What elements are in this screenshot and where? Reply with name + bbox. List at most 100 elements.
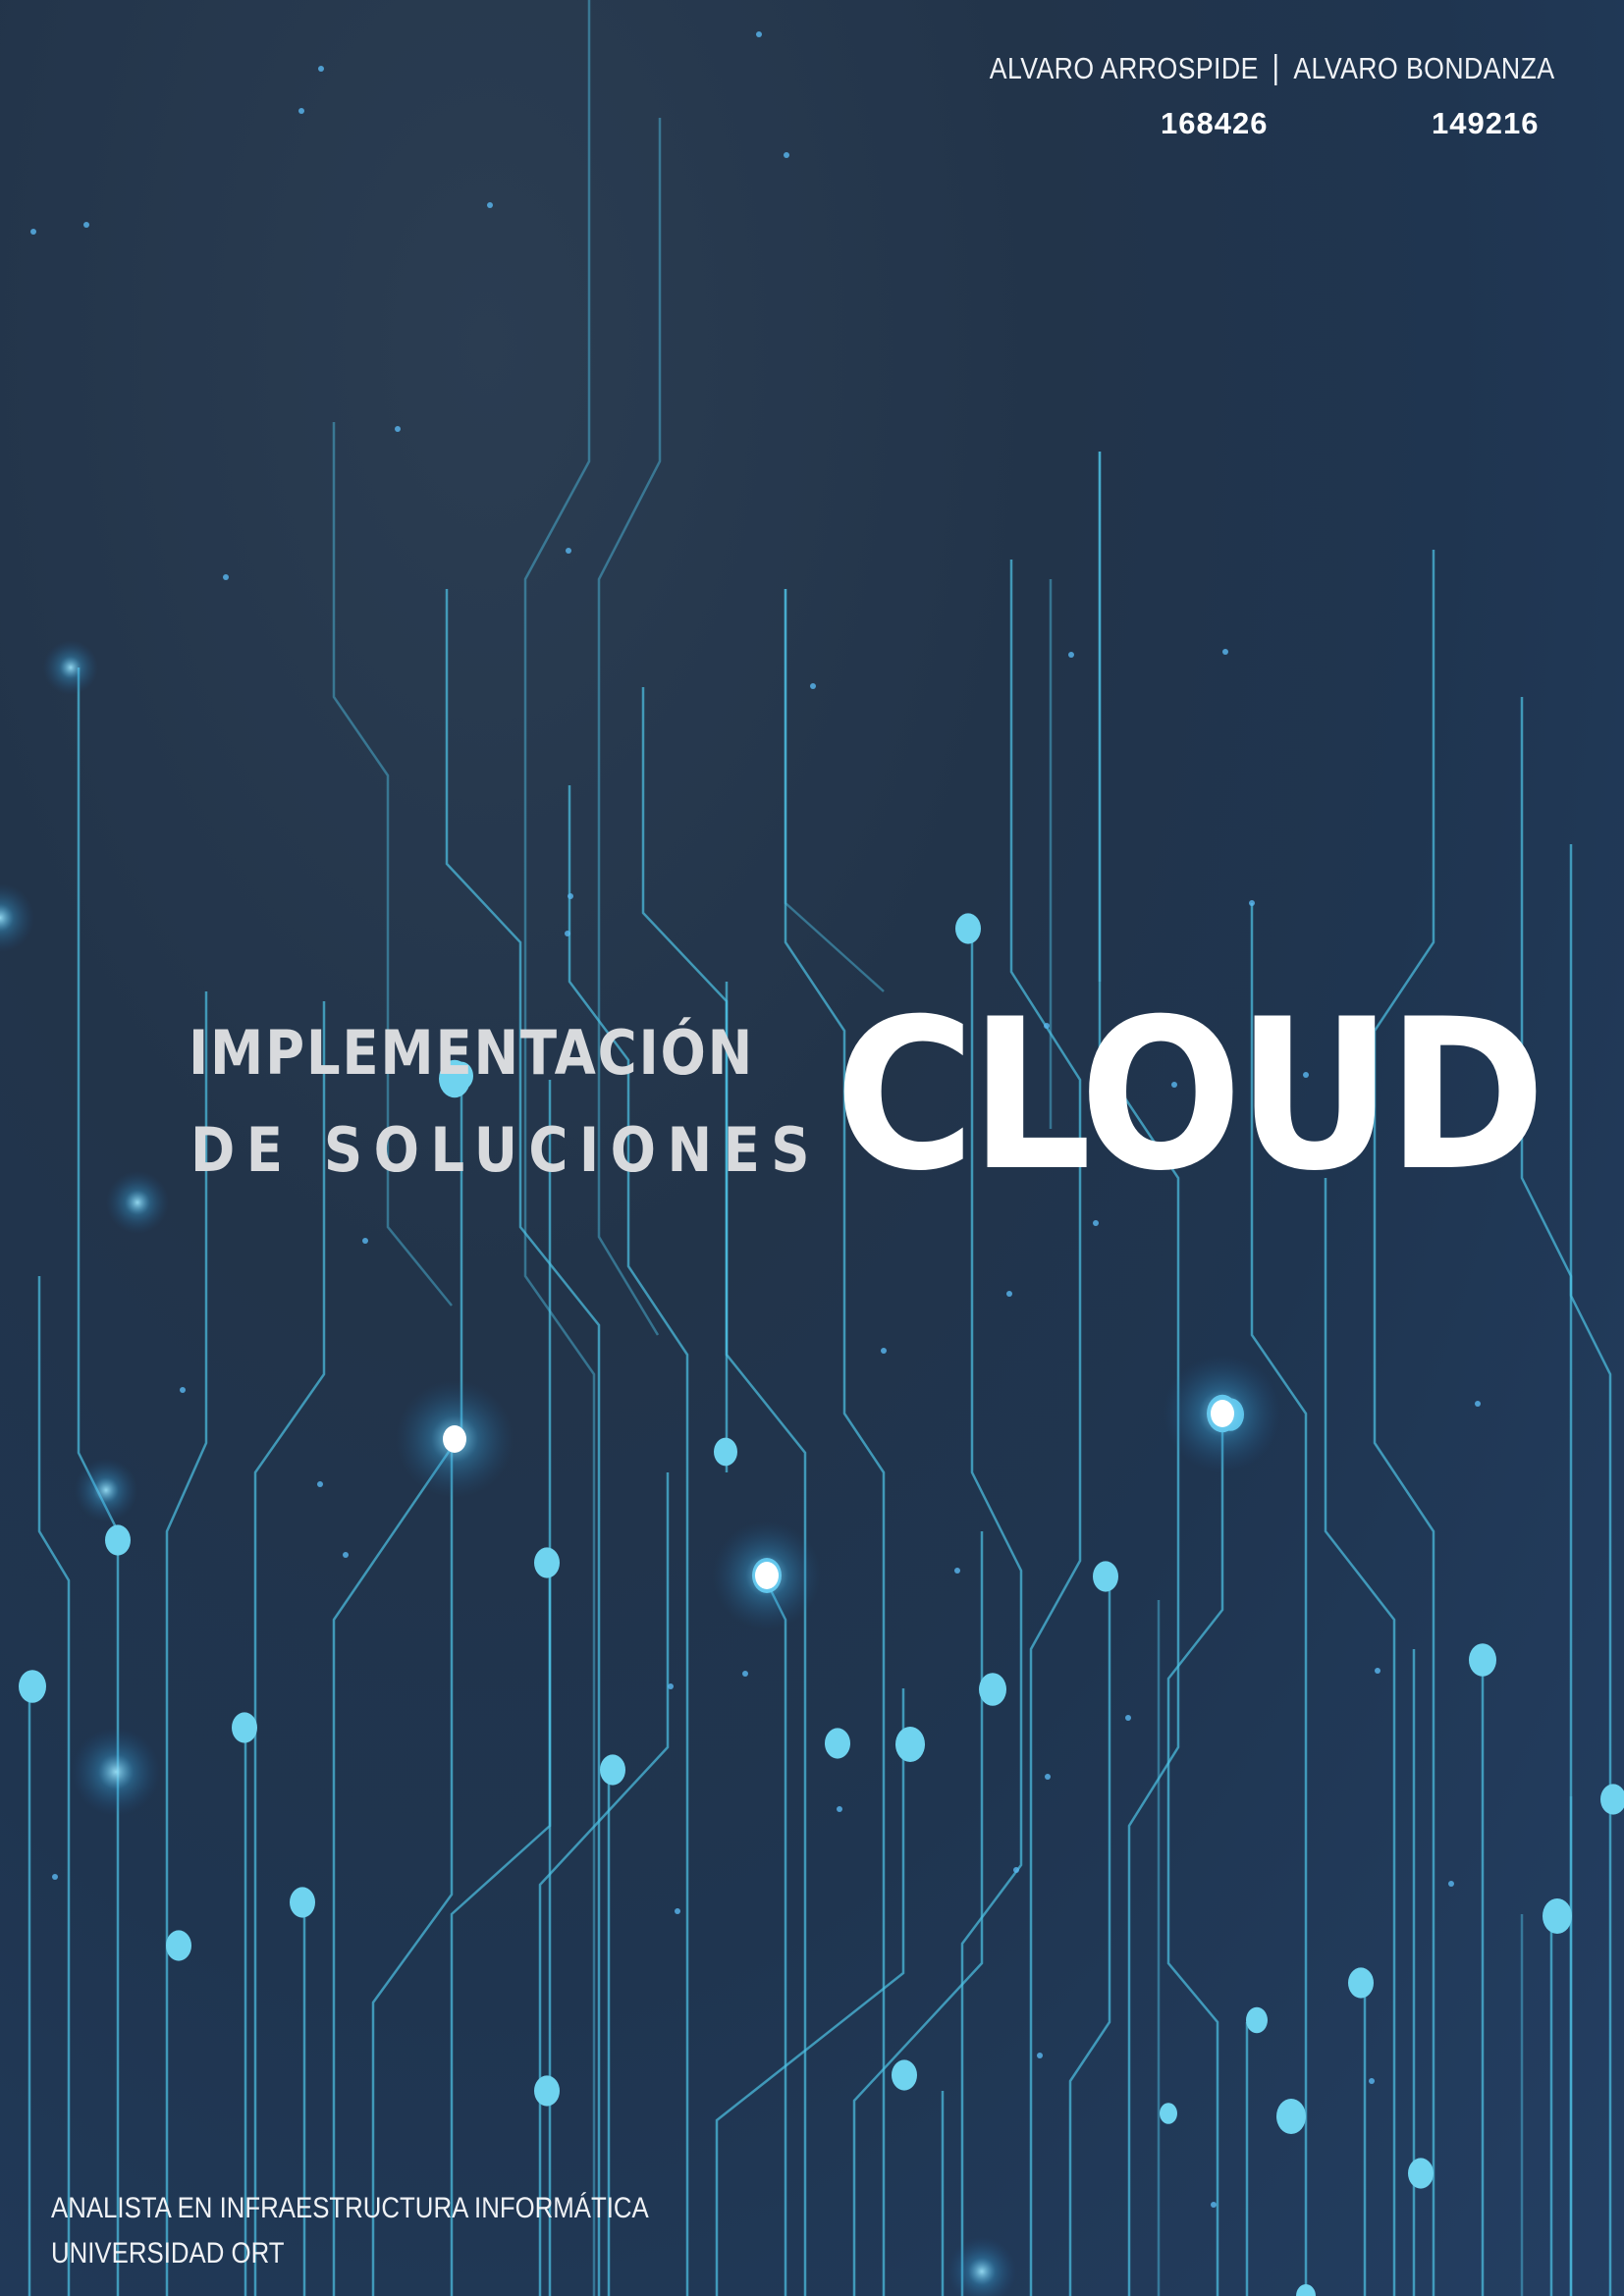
- circuit-trace: [1250, 903, 1308, 2296]
- circuit-node: [714, 1437, 737, 1467]
- circuit-trace: [784, 589, 885, 992]
- light-glow: [43, 640, 98, 695]
- light-speck: [1171, 1082, 1177, 1088]
- light-speck: [1037, 2053, 1043, 2058]
- author-name-2: ALVARO BONDANZA: [1293, 50, 1555, 85]
- circuit-node: [439, 1059, 470, 1098]
- circuit-trace: [450, 1551, 552, 2296]
- light-speck: [668, 1683, 674, 1689]
- circuit-trace: [332, 1080, 463, 2296]
- circuit-node: [1093, 1561, 1118, 1592]
- student-id-1: 168426: [1161, 106, 1269, 140]
- circuit-node: [534, 2075, 560, 2107]
- circuit-trace: [332, 422, 453, 1307]
- light-speck: [1068, 652, 1074, 658]
- circuit-node: [1348, 1967, 1374, 1999]
- light-speck: [343, 1552, 349, 1558]
- light-speck: [1125, 1715, 1131, 1721]
- circuit-trace: [960, 933, 1023, 2296]
- light-speck: [756, 31, 762, 37]
- light-speck: [1093, 1220, 1099, 1226]
- circuit-trace: [852, 1531, 984, 2296]
- light-speck: [1211, 2202, 1217, 2208]
- circuit-trace: [1068, 1580, 1111, 2296]
- circuit-node: [979, 1673, 1006, 1706]
- light-speck: [395, 426, 401, 432]
- circuit-trace: [253, 1001, 326, 2296]
- circuit-node: [166, 1930, 191, 1961]
- circuit-node: [1276, 2099, 1306, 2134]
- light-speck: [1375, 1668, 1380, 1674]
- circuit-trace: [371, 1433, 454, 2296]
- light-speck: [881, 1348, 887, 1354]
- light-speck: [1475, 1401, 1481, 1407]
- circuit-node: [895, 1727, 925, 1762]
- author-name-1: ALVARO ARROSPIDE: [990, 50, 1260, 85]
- bright-node: [1211, 1400, 1234, 1427]
- light-glow: [0, 883, 34, 952]
- light-speck: [318, 66, 324, 72]
- light-speck: [568, 893, 573, 899]
- university-name: UNIVERSIDAD ORT: [51, 2237, 285, 2269]
- circuit-node: [892, 2059, 917, 2091]
- author-separator: |: [1272, 49, 1281, 86]
- bright-node: [443, 1425, 466, 1453]
- circuit-node: [1246, 2006, 1268, 2034]
- circuit-node: [1543, 1898, 1572, 1934]
- light-glow: [75, 1459, 137, 1522]
- circuit-trace: [165, 991, 208, 2296]
- light-speck: [1044, 1023, 1050, 1029]
- circuit-node: [955, 913, 981, 944]
- authors-block: ALVARO ARROSPIDE | ALVARO BONDANZA: [897, 49, 1555, 87]
- circuit-node: [232, 1712, 257, 1743]
- circuit-trace: [1569, 844, 1612, 2296]
- main-title: CLOUD: [835, 974, 1545, 1216]
- light-speck: [1006, 1291, 1012, 1297]
- circuit-node: [1600, 1784, 1624, 1815]
- light-speck: [298, 108, 304, 114]
- author-names: ALVARO ARROSPIDE | ALVARO BONDANZA: [990, 49, 1555, 87]
- circuit-trace: [568, 785, 689, 2296]
- circuit-node: [1160, 2103, 1177, 2124]
- light-speck: [837, 1806, 842, 1812]
- subtitle-line-1: IMPLEMENTACIÓN: [189, 1017, 755, 1089]
- circuit-trace: [1324, 1178, 1396, 2296]
- light-glow: [947, 2237, 1016, 2296]
- subtitle-line-2: DE SOLUCIONES: [190, 1114, 822, 1186]
- circuit-node: [600, 1754, 625, 1786]
- circuit-node: [105, 1524, 131, 1556]
- light-speck: [742, 1671, 748, 1677]
- circuit-node: [1469, 1643, 1496, 1677]
- light-speck: [566, 548, 571, 554]
- circuit-trace: [715, 1688, 905, 2296]
- light-speck: [810, 683, 816, 689]
- bright-node: [755, 1562, 779, 1589]
- circuit-node: [534, 1547, 560, 1578]
- light-speck: [954, 1568, 960, 1574]
- circuit-node: [825, 1728, 850, 1759]
- light-speck: [30, 229, 36, 235]
- circuit-trace: [1520, 697, 1573, 2296]
- circuit-trace: [523, 0, 596, 2296]
- light-glow: [106, 1171, 169, 1234]
- light-speck: [1222, 649, 1228, 655]
- light-speck: [487, 202, 493, 208]
- circuit-node: [19, 1670, 46, 1703]
- light-speck: [1369, 2078, 1375, 2084]
- light-speck: [223, 574, 229, 580]
- footer: ANALISTA EN INFRAESTRUCTURA INFORMÁTICA …: [51, 2186, 649, 2276]
- light-glow: [72, 1728, 160, 1816]
- circuit-trace: [37, 1276, 71, 2296]
- circuit-node: [1408, 2158, 1434, 2189]
- circuit-trace: [1009, 560, 1082, 2296]
- light-speck: [1249, 900, 1255, 906]
- circuit-trace: [1166, 1414, 1224, 2296]
- light-speck: [362, 1238, 368, 1244]
- light-speck: [83, 222, 89, 228]
- student-id-2: 149216: [1432, 106, 1540, 140]
- light-speck: [1013, 1867, 1019, 1873]
- circuit-node: [1296, 2284, 1316, 2296]
- circuit-trace: [538, 1472, 670, 2296]
- circuit-trace: [1373, 550, 1435, 2296]
